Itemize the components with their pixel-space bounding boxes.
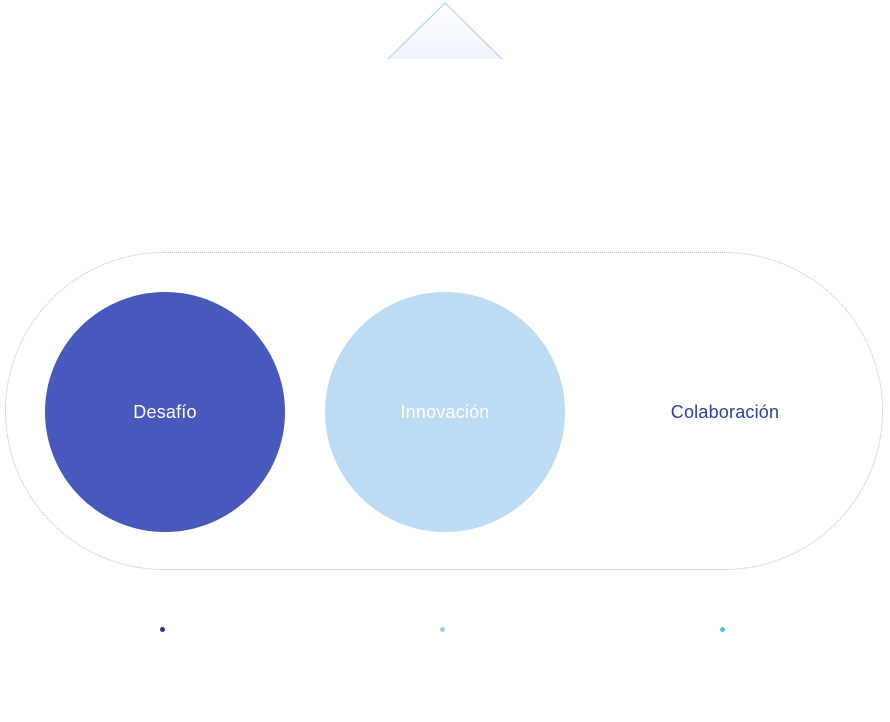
- indicator-dot-desafio[interactable]: [160, 627, 165, 632]
- indicator-dot-innovacion[interactable]: [440, 627, 445, 632]
- circle-innovacion: Innovación: [325, 292, 565, 532]
- circle-label-colaboracion: Colaboración: [670, 401, 780, 422]
- circle-label-innovacion: Innovación: [400, 401, 490, 422]
- circle-desafio: Desafío: [45, 292, 285, 532]
- circle-colaboracion: Colaboración: [605, 292, 845, 532]
- indicator-dot-colaboracion[interactable]: [720, 627, 725, 632]
- dotted-pill-outline: [5, 252, 883, 570]
- top-triangle-decoration: [387, 2, 503, 60]
- circle-label-desafio: Desafío: [133, 401, 197, 422]
